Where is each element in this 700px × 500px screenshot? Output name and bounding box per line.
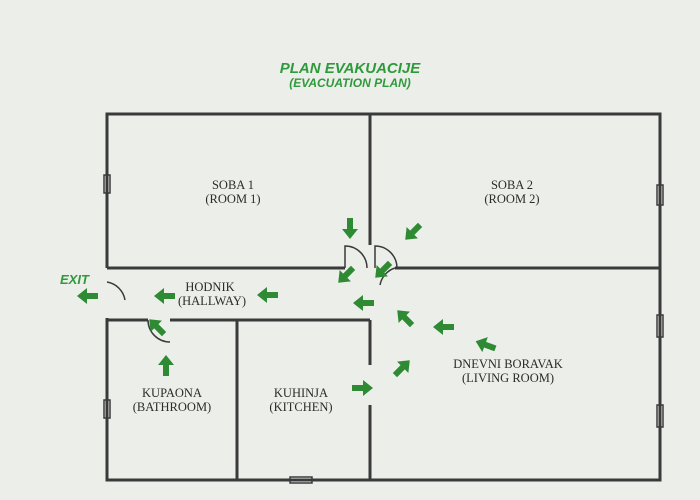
evacuation-arrow <box>342 218 358 239</box>
window-bottom <box>289 476 313 484</box>
evacuation-arrow <box>338 265 356 283</box>
room-dnevni-name: DNEVNI BORAVAK <box>453 357 563 371</box>
window-right-1 <box>656 184 664 206</box>
exit-door <box>106 281 126 301</box>
evacuation-arrow <box>352 380 373 396</box>
room-hodnik-name: HODNIK <box>185 280 234 294</box>
evacuation-arrow <box>405 222 423 240</box>
room-dnevni-translation: (LIVING ROOM) <box>462 371 554 385</box>
evacuation-arrow <box>154 288 175 304</box>
evacuation-arrow <box>392 360 410 378</box>
soba2-door <box>374 245 398 269</box>
room-kuhinja-name: KUHINJA <box>274 386 328 400</box>
evacuation-arrow <box>158 355 174 376</box>
exit-label: EXIT <box>60 272 90 287</box>
soba1-door <box>344 245 368 269</box>
room-kuhinja-translation: (KITCHEN) <box>269 400 332 414</box>
window-right-2 <box>656 314 664 338</box>
doors <box>103 174 664 484</box>
evacuation-arrow <box>433 319 454 335</box>
plan-title: PLAN EVAKUACIJE <box>279 60 421 77</box>
window-left-1 <box>103 174 111 194</box>
outer-wall <box>105 112 662 482</box>
evacuation-arrow <box>353 295 374 311</box>
evacuation-arrow <box>77 288 98 304</box>
window-left-2 <box>103 399 111 419</box>
evacuation-arrow <box>397 310 415 328</box>
window-right-3 <box>656 404 664 428</box>
room-kupaona-translation: (BATHROOM) <box>133 400 211 414</box>
room-kupaona-name: KUPAONA <box>142 386 202 400</box>
plan-subtitle: (EVACUATION PLAN) <box>289 76 411 90</box>
room-soba2-name: SOBA 2 <box>491 178 533 192</box>
walls <box>105 112 662 482</box>
room-soba1-translation: (ROOM 1) <box>205 192 260 206</box>
evacuation-arrow <box>257 287 278 303</box>
room-hodnik-translation: (HALLWAY) <box>178 294 246 308</box>
evacuation-arrow <box>375 260 393 278</box>
room-soba1-name: SOBA 1 <box>212 178 254 192</box>
evacuation-arrow <box>149 319 167 337</box>
room-soba2-translation: (ROOM 2) <box>484 192 539 206</box>
evacuation-arrow <box>475 337 497 353</box>
bathroom-door <box>147 319 171 343</box>
evacuation-arrows <box>77 218 497 396</box>
